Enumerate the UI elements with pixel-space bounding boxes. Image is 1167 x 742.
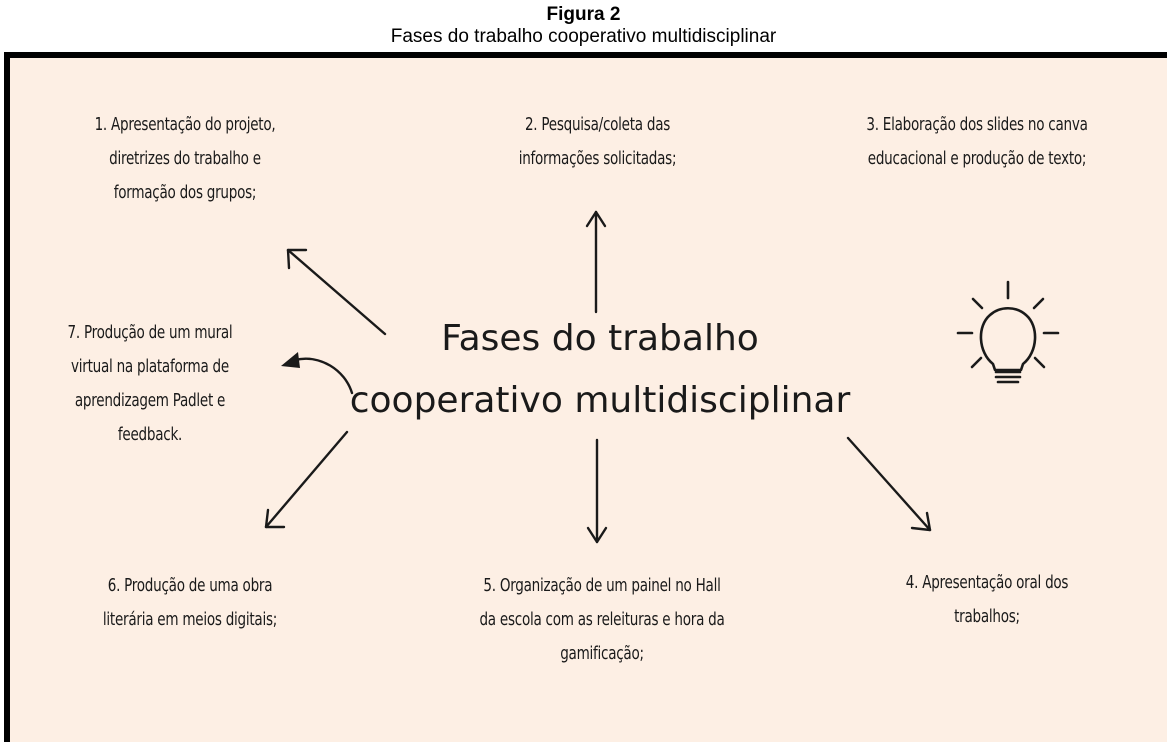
phase-7-line-2: virtual na plataforma de	[71, 357, 229, 377]
figure-subtitle: Fases do trabalho cooperativo multidisci…	[390, 26, 777, 47]
phase-7-line-3: aprendizagem Padlet e	[74, 391, 226, 411]
phase-1: 1. Apresentação do projeto, diretrizes d…	[43, 108, 327, 210]
lightbulb-icon	[956, 280, 1060, 384]
phase-7: 7. Produção de um mural virtual na plata…	[38, 316, 262, 452]
center-title-line-2: cooperativo multidisciplinar	[349, 380, 851, 421]
arrow-to-phase-2	[585, 210, 607, 314]
arrow-to-phase-6	[264, 430, 349, 529]
phase-2-line-2: informações solicitadas;	[518, 149, 677, 169]
phase-7-line-1: 7. Produção de um mural	[67, 323, 233, 343]
phase-3-line-1: 3. Elaboração dos slides no canva	[866, 115, 1088, 135]
phase-5-line-3: gamificação;	[560, 644, 644, 664]
arrow-to-phase-7	[293, 357, 354, 395]
phase-2: 2. Pesquisa/coleta das informações solic…	[445, 108, 750, 176]
phase-4-line-1: 4. Apresentação oral dos	[905, 573, 1069, 593]
phase-1-line-2: diretrizes do trabalho e	[109, 149, 261, 169]
arrow-to-phase-4	[846, 436, 932, 532]
figure-label: Figura 2	[546, 4, 621, 25]
phase-3-line-2: educacional e produção de texto;	[867, 149, 1087, 169]
phase-6: 6. Produção de uma obra literária em mei…	[52, 569, 327, 637]
phase-2-line-1: 2. Pesquisa/coleta das	[524, 115, 671, 135]
phase-5-line-2: da escola com as releituras e hora da	[479, 610, 725, 630]
arrow-to-phase-1	[286, 248, 387, 336]
phase-3: 3. Elaboração dos slides no canva educac…	[818, 108, 1136, 176]
phase-7-line-4: feedback.	[117, 425, 183, 445]
phase-5-line-1: 5. Organização de um painel no Hall	[483, 576, 721, 596]
arrowhead-phase-7	[281, 352, 300, 368]
diagram-panel	[4, 52, 1167, 742]
phase-1-line-3: formação dos grupos;	[113, 183, 257, 203]
phase-4-line-2: trabalhos;	[954, 607, 1020, 627]
arrow-to-phase-5	[586, 438, 608, 544]
arrows-layer	[264, 210, 1060, 544]
phase-4: 4. Apresentação oral dos trabalhos;	[862, 566, 1111, 634]
center-title-line-1: Fases do trabalho	[441, 318, 759, 359]
phase-6-line-1: 6. Produção de uma obra	[107, 576, 273, 596]
phase-6-line-2: literária em meios digitais;	[102, 610, 278, 630]
phase-1-line-1: 1. Apresentação do projeto,	[94, 115, 276, 135]
phase-5: 5. Organização de um painel no Hall da e…	[439, 569, 766, 671]
